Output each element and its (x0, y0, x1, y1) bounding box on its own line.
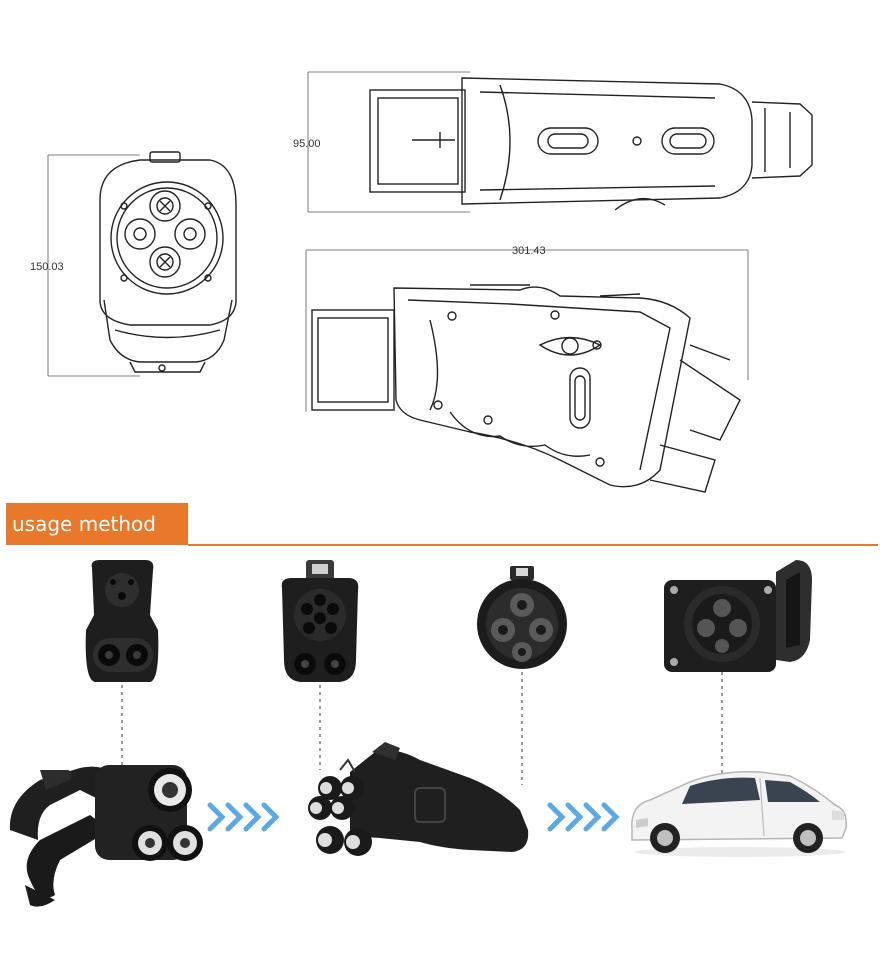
usage-diagram (9, 560, 848, 907)
side-view-drawing (305, 249, 749, 493)
electric-car (631, 770, 848, 857)
width-dimension-label: 301.43 (512, 245, 546, 257)
adapter-connector-face (281, 560, 359, 682)
front-dimension-label: 150.03 (30, 261, 64, 273)
height-dimension-label: 95.00 (293, 138, 321, 150)
round-connector-face (477, 566, 567, 669)
adapter-body (308, 742, 529, 856)
front-view-drawing (47, 151, 237, 377)
dotted-connector-lines (121, 672, 723, 785)
vehicle-inlet-socket (664, 560, 812, 672)
top-view-drawing (307, 71, 813, 213)
ccs2-connector-face (85, 560, 159, 682)
charging-gun-plug (9, 765, 203, 907)
section-title: usage method (6, 503, 188, 545)
chevron-right-icon (547, 802, 620, 832)
section-divider (188, 544, 878, 546)
technical-drawing: 95.00 301.43 150.03 (30, 71, 813, 493)
chevron-right-icon (207, 802, 280, 832)
